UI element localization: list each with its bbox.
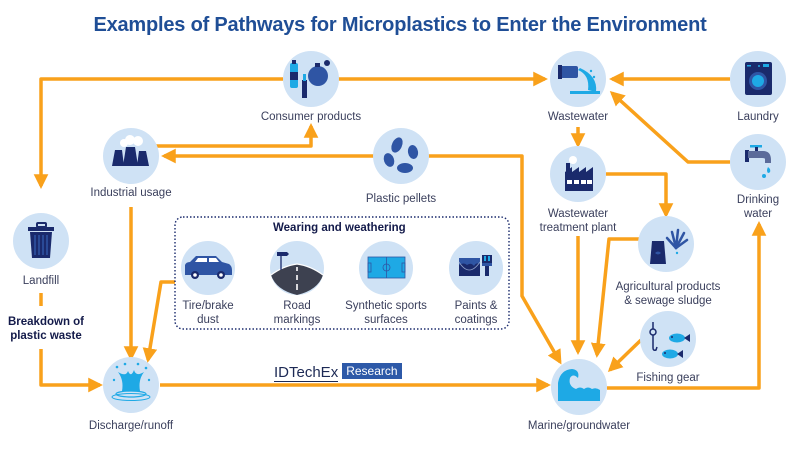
wearing-item-label-line1: Paints & [454,300,498,312]
laundry-node[interactable] [730,51,786,107]
landfill-label: Landfill [22,275,60,287]
splash-icon [111,362,151,401]
wearing-item-label-line1: Tire/brake [182,300,234,312]
washing-machine-icon [745,62,772,95]
drinking-water-node[interactable] [730,134,786,190]
agricultural-label-line2: & sewage sludge [624,295,712,307]
bottle-perfume-lipstick-icon [290,60,330,98]
tap-icon [745,145,771,178]
laundry-label: Laundry [737,111,779,123]
wearing-item-label: Tire/brake dust [182,299,233,327]
wastewater-node[interactable] [550,51,606,107]
drinking-water-label: Drinking water [737,193,779,221]
consumer-products-label: Consumer products [260,111,362,123]
edge-drinking-to-wastewater [609,91,730,164]
cooling-towers-icon [112,135,149,166]
wearing-item-label-line2: dust [197,314,219,326]
diagram-title: Examples of Pathways for Microplastics t… [93,14,707,36]
trash-bin-icon [28,222,54,258]
edge-pellets-to-marine [428,154,562,365]
wastewater-treatment-label: Wastewater treatment plant [540,207,617,235]
wearing-item-label: Synthetic sports surfaces [345,299,427,327]
edge-treatment-to-agricultural [606,172,674,218]
industrial-usage-label: Industrial usage [90,187,172,199]
edge-breakdown-to-discharge [39,349,103,393]
plastic-pellets-node[interactable] [373,128,429,184]
road-icon [270,252,324,295]
brand-tag: Research [342,363,402,379]
edge-fishing-to-marine [607,338,643,373]
edge-wearing-to-discharge [142,280,175,363]
road-markings-item[interactable] [270,241,324,295]
marine-node[interactable] [551,359,607,415]
breakdown-label: Breakdown of plastic waste [8,315,84,343]
wearing-item-label-line2: markings [273,314,321,326]
wearing-item-label-line2: surfaces [364,314,408,326]
car-icon [185,256,232,279]
wearing-item-label: Road markings [274,299,321,327]
wastewater-treatment-node[interactable] [550,146,606,202]
wearing-group-box [174,216,510,330]
sports-field-icon [367,256,406,279]
agricultural-label: Agricultural products & sewage sludge [616,280,721,308]
edge-industrial-to-consumer [156,123,319,148]
factory-icon [565,156,593,191]
discharge-node[interactable] [103,357,159,413]
wearing-item-label: Paints & coatings [455,299,498,327]
plastic-pellets-label: Plastic pellets [365,193,437,205]
edge-marine-to-drinking [607,221,767,390]
tire-brake-dust-item[interactable] [181,241,235,295]
wearing-item-label-line1: Road [283,300,311,312]
wearing-item-label-line1: Synthetic sports [345,300,427,312]
landfill-node[interactable] [13,213,69,269]
synthetic-sports-surfaces-item[interactable] [359,241,413,295]
discharge-label: Discharge/runoff [88,420,174,432]
wearing-item-label-line2: coatings [454,314,498,326]
fishing-gear-label: Fishing gear [636,372,700,384]
edge-consumer-to-landfill [33,77,283,189]
brand-name: IDTechEx [274,364,339,382]
pellets-icon [383,137,419,173]
hook-fish-icon [649,322,690,359]
paint-bucket-icon [458,255,492,276]
wastewater-label: Wastewater [547,111,609,123]
fertilizer-wheat-icon [650,228,689,264]
industrial-usage-node[interactable] [103,128,159,184]
drinking-water-label-line2: water [743,208,773,220]
paints-coatings-item[interactable] [449,241,503,295]
consumer-products-node[interactable] [283,51,339,107]
fishing-gear-node[interactable] [640,311,696,367]
marine-label: Marine/groundwater [527,420,631,432]
breakdown-label-line1: Breakdown of [7,316,85,328]
wastewater-treatment-label-line1: Wastewater [547,208,609,220]
edge-agricultural-to-marine [590,237,640,358]
pipe-outflow-icon [558,65,600,94]
wearing-group-title: Wearing and weathering [273,222,406,234]
wave-icon [558,369,600,401]
agricultural-label-line1: Agricultural products [615,281,721,293]
agricultural-node[interactable] [638,216,694,272]
breakdown-label-line2: plastic waste [10,330,82,342]
wastewater-treatment-label-line2: treatment plant [539,222,617,234]
drinking-water-label-line1: Drinking [736,194,780,206]
